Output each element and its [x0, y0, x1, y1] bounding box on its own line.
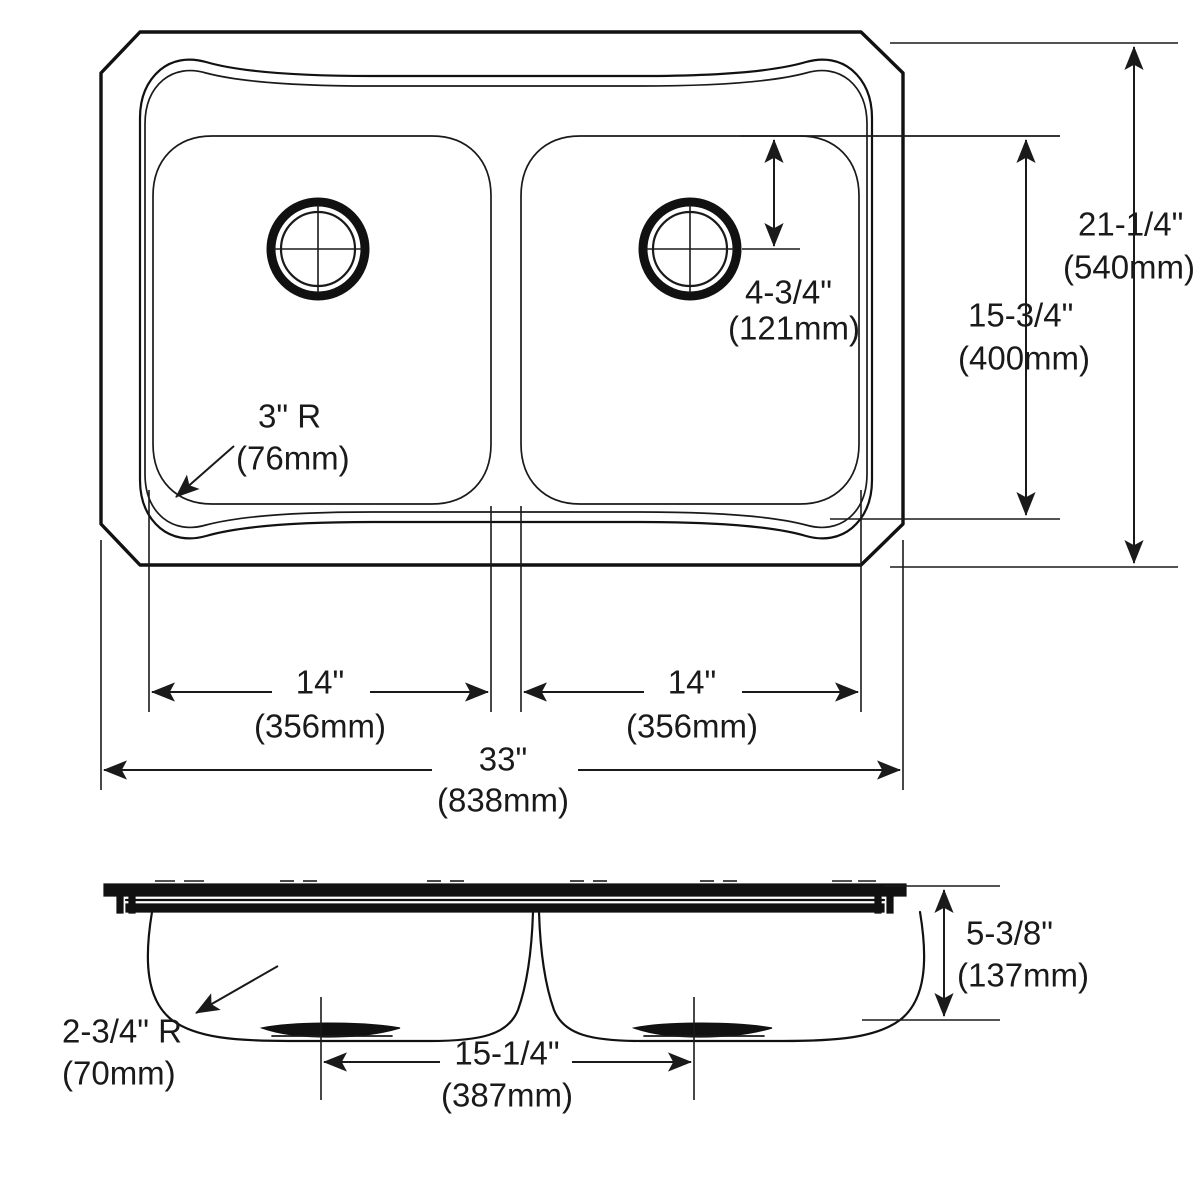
- overall-depth-dimension: 21-1/4" (540mm): [890, 42, 1195, 568]
- corner-radius-leader-line: [175, 445, 235, 498]
- overall-width-dimension: 33" (838mm): [103, 741, 901, 819]
- bowl-corner-radius-callout: 3" R (76mm): [175, 398, 350, 498]
- left-drain-outer-ring: [266, 197, 370, 301]
- drain-spacing-metric-label: (387mm): [441, 1077, 573, 1114]
- bottom-radius-leader-line: [195, 965, 279, 1014]
- left-bowl-width-metric-label: (356mm): [254, 708, 386, 745]
- drain-offset-imperial-label: 4-3/4": [745, 274, 832, 311]
- bowl-height-imperial-label: 5-3/8": [966, 915, 1053, 952]
- bowl-height-dimension: 5-3/8" (137mm): [862, 885, 1089, 1021]
- bottom-radius-metric-label: (70mm): [62, 1055, 176, 1092]
- section-mount-clip-right-1: [874, 895, 882, 914]
- bowl-depth-imperial-label: 15-3/4": [968, 297, 1073, 334]
- right-drain-assembly: [638, 197, 742, 301]
- section-deck-underline-2: [125, 903, 885, 913]
- corner-radius-metric-label: (76mm): [236, 440, 350, 477]
- right-drain-outer-ring: [638, 197, 742, 301]
- bowl-depth-metric-label: (400mm): [958, 340, 1090, 377]
- right-bowl-outline: [520, 135, 860, 505]
- top-view: 4-3/4" (121mm) 3" R (76mm) 15-3/4" (400m…: [99, 30, 1195, 819]
- drain-offset-dimension: 4-3/4" (121mm): [728, 135, 1060, 347]
- drain-spacing-dimension: 15-1/4" (387mm): [323, 1035, 692, 1114]
- bowl-depth-dimension: 15-3/4" (400mm): [800, 135, 1090, 520]
- sink-rim-contour-inner: [144, 69, 868, 529]
- section-mount-clip-left-2: [128, 895, 136, 914]
- left-bowl-width-dimension: 14" (356mm): [151, 664, 489, 745]
- drain-offset-metric-label: (121mm): [728, 310, 860, 347]
- right-bowl-width-imperial-label: 14": [668, 664, 716, 701]
- overall-width-imperial-label: 33": [479, 741, 527, 778]
- overall-depth-metric-label: (540mm): [1063, 249, 1195, 286]
- cross-section-view: 2-3/4" R (70mm) 5-3/8" (137mm) 15-1/4" (…: [62, 880, 1089, 1114]
- bowl-height-metric-label: (137mm): [957, 957, 1089, 994]
- section-deck-slab: [103, 883, 907, 897]
- corner-radius-imperial-label: 3" R: [258, 398, 321, 435]
- right-bowl-width-dimension: 14" (356mm): [523, 664, 859, 745]
- section-mount-clip-right-2: [886, 895, 894, 914]
- drain-spacing-imperial-label: 15-1/4": [454, 1035, 559, 1072]
- section-mount-clip-left-1: [116, 895, 124, 914]
- left-drain-assembly: [266, 197, 370, 301]
- bottom-radius-imperial-label: 2-3/4" R: [62, 1013, 182, 1050]
- bowl-bottom-radius-callout: 2-3/4" R (70mm): [62, 965, 279, 1092]
- sink-rim-contour-outer: [138, 58, 874, 540]
- section-right-bowl: [537, 910, 926, 1043]
- left-bowl-width-imperial-label: 14": [296, 664, 344, 701]
- right-bowl-width-metric-label: (356mm): [626, 708, 758, 745]
- overall-depth-imperial-label: 21-1/4": [1078, 206, 1183, 243]
- section-left-bowl: [146, 910, 535, 1043]
- overall-width-metric-label: (838mm): [437, 782, 569, 819]
